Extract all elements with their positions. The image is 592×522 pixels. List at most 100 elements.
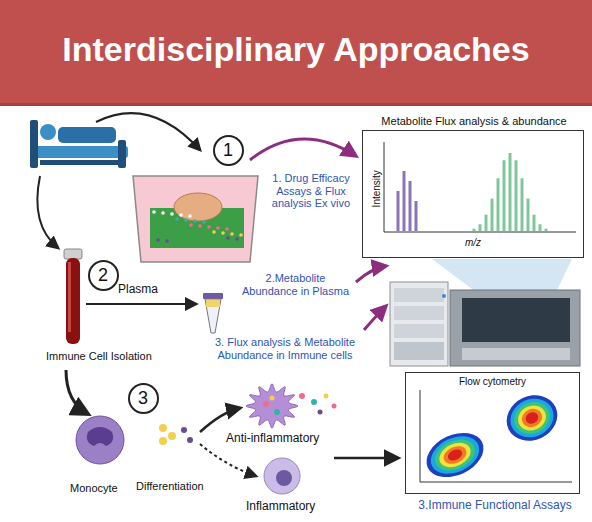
illustration-part bbox=[179, 213, 183, 217]
illustration-part bbox=[420, 482, 572, 483]
illustration-part bbox=[152, 210, 156, 214]
illustration-part bbox=[435, 438, 474, 472]
dish-texture bbox=[152, 210, 243, 243]
illustration-part bbox=[193, 219, 197, 223]
illustration-part bbox=[64, 249, 82, 259]
illustration-part bbox=[187, 437, 193, 443]
patient-to-blood-arrow bbox=[37, 176, 58, 248]
illustration-part bbox=[264, 458, 300, 494]
tumor-tissue bbox=[174, 193, 222, 221]
axis-label: m/z bbox=[363, 237, 583, 249]
title-bar-edge bbox=[0, 103, 592, 106]
axis-label: Intensity bbox=[371, 159, 383, 219]
illustration-part bbox=[30, 120, 38, 168]
illustration-part bbox=[181, 427, 187, 433]
mass-spectrum-plot bbox=[384, 142, 576, 232]
box-heading: Flow cytometry bbox=[406, 376, 579, 388]
illustration-part bbox=[514, 401, 550, 435]
flow-cytometry-box: Flow cytometry bbox=[405, 372, 580, 494]
cell-populations bbox=[419, 387, 565, 486]
title-text: Interdisciplinary Approaches bbox=[0, 30, 592, 69]
spectrum-peaks bbox=[398, 153, 546, 231]
illustration-part bbox=[324, 394, 329, 399]
blood-tube bbox=[64, 249, 82, 344]
illustration-part bbox=[216, 226, 220, 230]
patient-bed-icon bbox=[30, 120, 128, 168]
cell-label: Anti-inflammatory bbox=[226, 432, 336, 446]
illustration-part bbox=[420, 390, 421, 482]
callout-circle: 3 bbox=[128, 383, 159, 414]
illustration-part bbox=[76, 416, 124, 464]
illustration-part bbox=[450, 290, 580, 366]
callout-number: 2 bbox=[98, 265, 108, 286]
cytokine-dots bbox=[159, 424, 193, 445]
illustration-part bbox=[161, 211, 165, 215]
illustration-part bbox=[270, 396, 275, 401]
title-bar bbox=[0, 0, 592, 105]
illustration-part bbox=[509, 396, 555, 439]
cell-label: Inflammatory bbox=[246, 500, 336, 514]
illustration-part bbox=[66, 258, 80, 344]
illustration-part bbox=[198, 224, 202, 228]
illustration-part bbox=[394, 288, 444, 302]
callout-number: 3 bbox=[138, 388, 148, 409]
illustration-part bbox=[239, 233, 243, 237]
illustration-part bbox=[499, 387, 565, 449]
illustration-part bbox=[462, 348, 570, 360]
illustration-part bbox=[415, 201, 418, 231]
to-flow-arrow bbox=[334, 457, 398, 460]
illustration-part bbox=[503, 160, 506, 231]
illustration-part bbox=[276, 470, 292, 486]
illustration-part bbox=[384, 232, 576, 233]
illustration-part bbox=[202, 220, 206, 224]
illustration-part bbox=[156, 238, 160, 242]
illustration-part bbox=[504, 392, 560, 445]
box-heading: Metabolite Flux analysis & abundance bbox=[353, 115, 592, 128]
illustration-part bbox=[524, 410, 540, 425]
illustration-part bbox=[203, 293, 223, 299]
illustration-part bbox=[332, 404, 337, 409]
illustration-part bbox=[403, 171, 406, 231]
process-label: Differentiation bbox=[136, 480, 226, 493]
illustration-part bbox=[390, 282, 448, 366]
illustration-part bbox=[207, 225, 211, 229]
spectrum-box: Metabolite Flux analysis & abundanceInte… bbox=[362, 130, 584, 258]
illustration-part bbox=[170, 212, 174, 216]
illustration-part bbox=[446, 447, 464, 462]
illustration-part bbox=[318, 410, 323, 415]
plasma-tube bbox=[203, 293, 223, 333]
illustration-part bbox=[509, 153, 512, 231]
cells-to-ms-arrow bbox=[364, 306, 386, 330]
step-label: 3. Flux analysis & Metabolite Abundance … bbox=[206, 336, 364, 361]
illustration-part bbox=[274, 409, 280, 415]
illustration-part bbox=[175, 217, 179, 221]
illustration-part bbox=[545, 229, 548, 231]
illustration-part bbox=[221, 231, 225, 235]
illustration-part bbox=[165, 239, 169, 243]
lc-ms-instrument bbox=[390, 282, 580, 366]
cell-label: Monocyte bbox=[70, 482, 140, 495]
illustration-part bbox=[425, 429, 486, 481]
illustration-part bbox=[397, 191, 400, 231]
step-label: 3.Immune Functional Assays bbox=[405, 499, 585, 513]
illustration-part bbox=[384, 142, 385, 232]
step-label: 1. Drug Efficacy Assays & Flux analysis … bbox=[262, 172, 360, 210]
illustration-part bbox=[225, 227, 229, 231]
anti-inflammatory-cell bbox=[246, 384, 337, 428]
dish-to-ms-arrow bbox=[250, 139, 356, 160]
callout-circle: 1 bbox=[213, 135, 244, 166]
inflammatory-cell bbox=[264, 458, 300, 494]
illustration-part bbox=[40, 124, 56, 140]
to-anti-inflammatory-arrow bbox=[200, 408, 240, 432]
illustration-part bbox=[230, 232, 234, 236]
illustration-part bbox=[442, 294, 446, 298]
flow-arrows bbox=[37, 113, 398, 476]
illustration-part bbox=[68, 262, 71, 332]
illustration-part bbox=[184, 218, 188, 222]
illustration-part bbox=[133, 176, 258, 262]
illustration-part bbox=[491, 199, 494, 231]
illustration-part bbox=[485, 215, 488, 231]
illustration-part bbox=[515, 160, 518, 231]
illustration-part bbox=[430, 433, 480, 476]
